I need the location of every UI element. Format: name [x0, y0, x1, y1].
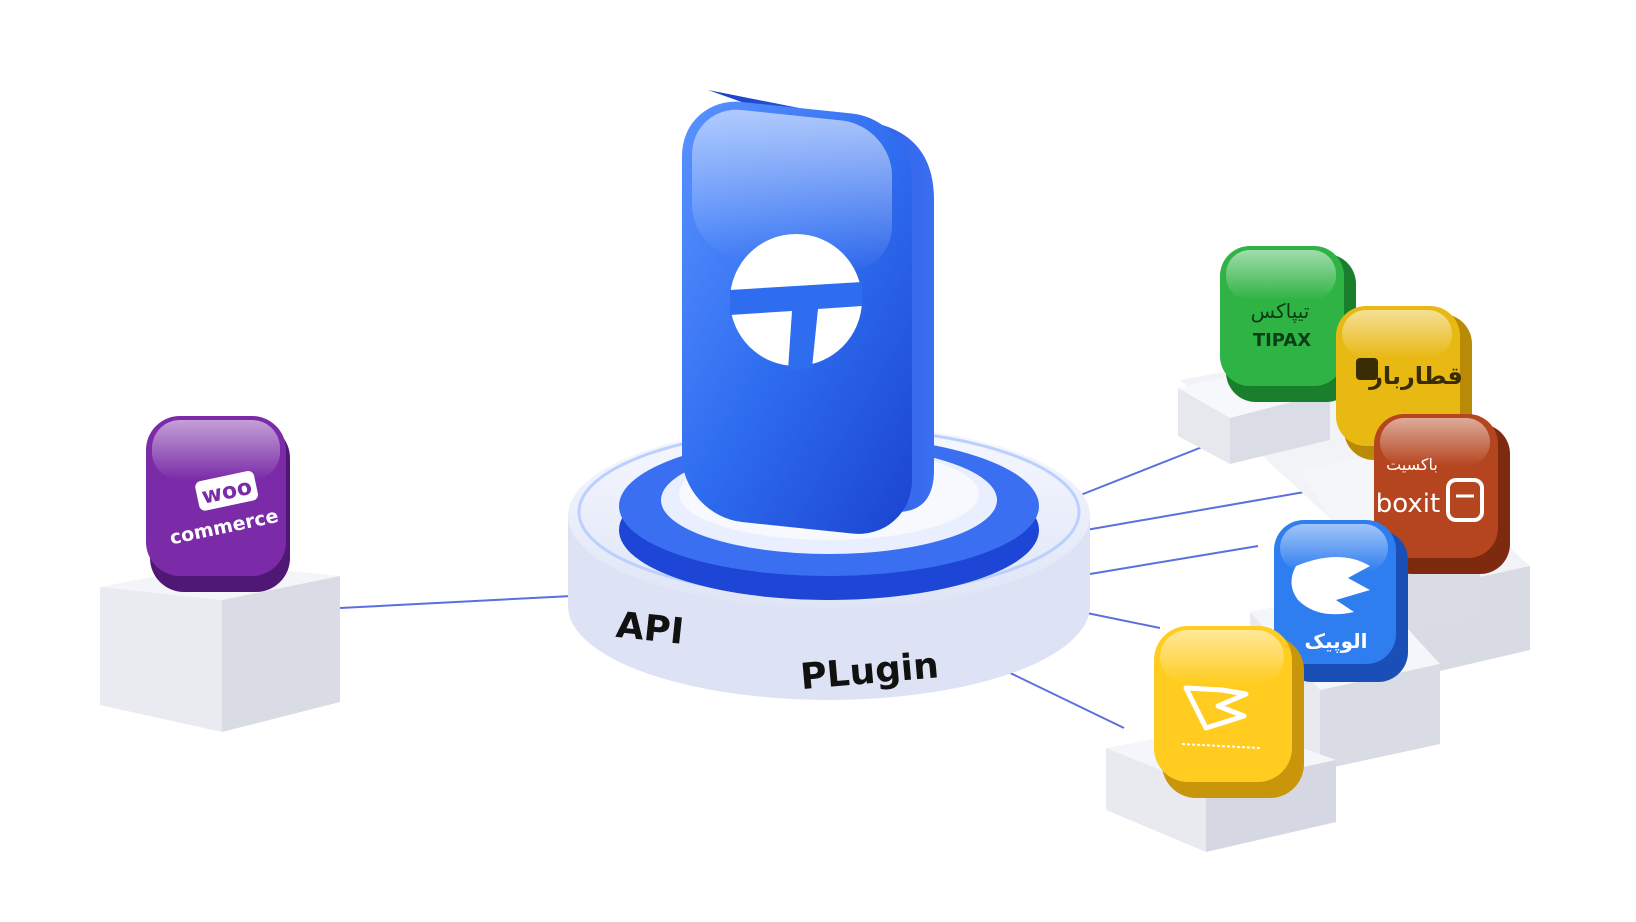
tipax-logo-text-fa: تیپاکس	[1251, 299, 1310, 324]
source-block-right	[222, 576, 340, 732]
boxit-logo-icon: باکسیت boxit	[1376, 455, 1484, 522]
tipax-logo-icon: تیپاکس TIPAX	[1251, 299, 1312, 351]
post-tile-shine	[1160, 630, 1284, 684]
block-tipax-left	[1178, 388, 1230, 464]
tipax-logo-text-en: TIPAX	[1253, 330, 1311, 351]
boxit-logo-text-en: boxit	[1376, 489, 1440, 519]
ghatarbar-logo-text: قطاربار	[1368, 362, 1463, 390]
alopeyk-logo-text: الوپیک	[1304, 629, 1367, 654]
hub: API PLugin	[568, 90, 1090, 700]
alopeyk-logo-icon: الوپیک	[1291, 557, 1370, 654]
connector-ghatarbar	[1085, 489, 1317, 531]
ghatarbar-tile-shine	[1342, 310, 1452, 358]
tipax-tile-shine	[1226, 250, 1336, 300]
post-caption-line	[1181, 743, 1261, 749]
post-bird-mark	[1183, 685, 1249, 731]
carrier-boxit: باکسیت boxit	[1374, 414, 1510, 574]
woocommerce-bubble	[195, 471, 258, 511]
hub-card-shine	[692, 109, 892, 271]
block-alopeyk-front	[1320, 664, 1440, 770]
boxit-tile-shine	[1380, 418, 1490, 466]
carrier-tipax: تیپاکس TIPAX	[1220, 246, 1356, 402]
ghatarbar-mark	[1356, 358, 1378, 380]
carrier-alopeyk: الوپیک	[1274, 520, 1408, 682]
ghatarbar-logo-icon: قطاربار	[1356, 358, 1463, 390]
boxit-box-mark	[1446, 478, 1484, 522]
connectors	[339, 435, 1317, 729]
boxit-logo-text-fa: باکسیت	[1386, 455, 1438, 474]
source-node-woocommerce: woo commerce	[100, 416, 340, 732]
block-post-left	[1106, 748, 1206, 852]
connector-boxit	[1089, 545, 1259, 575]
block-tipax-right	[1230, 392, 1330, 464]
carrier-post	[1154, 626, 1304, 798]
woocommerce-tile-shine	[152, 420, 280, 480]
torob-logo-t	[730, 282, 862, 370]
post-logo-icon	[1181, 685, 1261, 749]
connector-woocommerce	[339, 595, 573, 609]
torob-logo-icon	[730, 234, 862, 370]
connector-alopeyk	[1081, 611, 1161, 629]
hub-label-api: API	[614, 605, 686, 653]
connector-post	[1003, 669, 1125, 729]
alopeyk-wing-mark	[1291, 557, 1370, 615]
source-block-left	[100, 587, 222, 732]
alopeyk-tile-shine	[1280, 524, 1388, 572]
